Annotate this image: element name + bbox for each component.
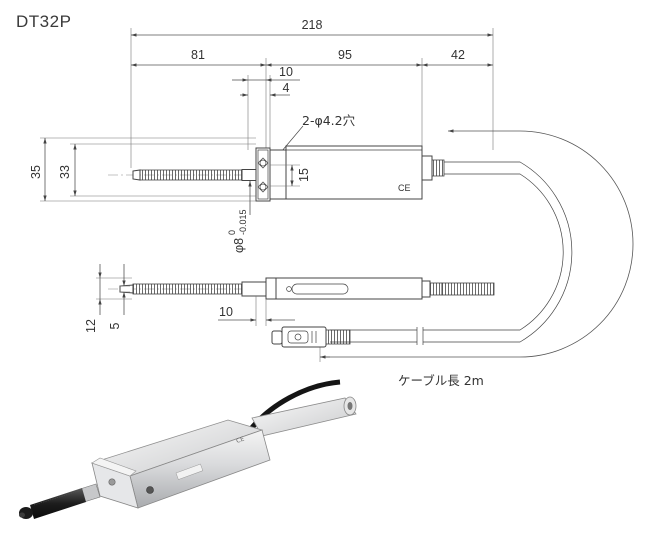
- stem-tol-upper: 0: [227, 230, 237, 235]
- stem-tol-lower: -0.015: [238, 209, 248, 235]
- cable: [330, 161, 573, 346]
- dim-12-label: 12: [84, 319, 98, 333]
- dim-81-label: 81: [191, 48, 205, 62]
- dim-side-10-label: 10: [219, 305, 233, 319]
- model-title: DT32P: [16, 12, 72, 31]
- photo-ce-mark: CE: [235, 436, 245, 445]
- dim-95-label: 95: [338, 48, 352, 62]
- sensor-top-view: CE: [108, 145, 490, 202]
- dim-4-label: 4: [283, 81, 290, 95]
- mount-holes-label: 2-φ4.2穴: [302, 113, 356, 128]
- dim-42-label: 42: [451, 48, 465, 62]
- connector-plug: [271, 326, 351, 348]
- sensor-photo: CE: [19, 379, 357, 519]
- dim-5-label: 5: [108, 322, 122, 329]
- cable-length-label: ケーブル長 2m: [398, 373, 484, 388]
- stem-dia-label: φ8: [232, 238, 246, 253]
- dimension-lines-side: [96, 264, 295, 326]
- dim-35-label: 35: [29, 165, 43, 179]
- dim-15-label: 15: [297, 168, 311, 182]
- dimension-lines-left: [40, 137, 300, 215]
- sensor-side-view: [108, 277, 495, 300]
- ce-mark: CE: [398, 183, 411, 193]
- stem-diameter-callout: φ8 0 -0.015: [227, 209, 248, 253]
- dim-33-label: 33: [58, 165, 72, 179]
- dim-10-label: 10: [279, 65, 293, 79]
- dim-218-label: 218: [302, 18, 323, 32]
